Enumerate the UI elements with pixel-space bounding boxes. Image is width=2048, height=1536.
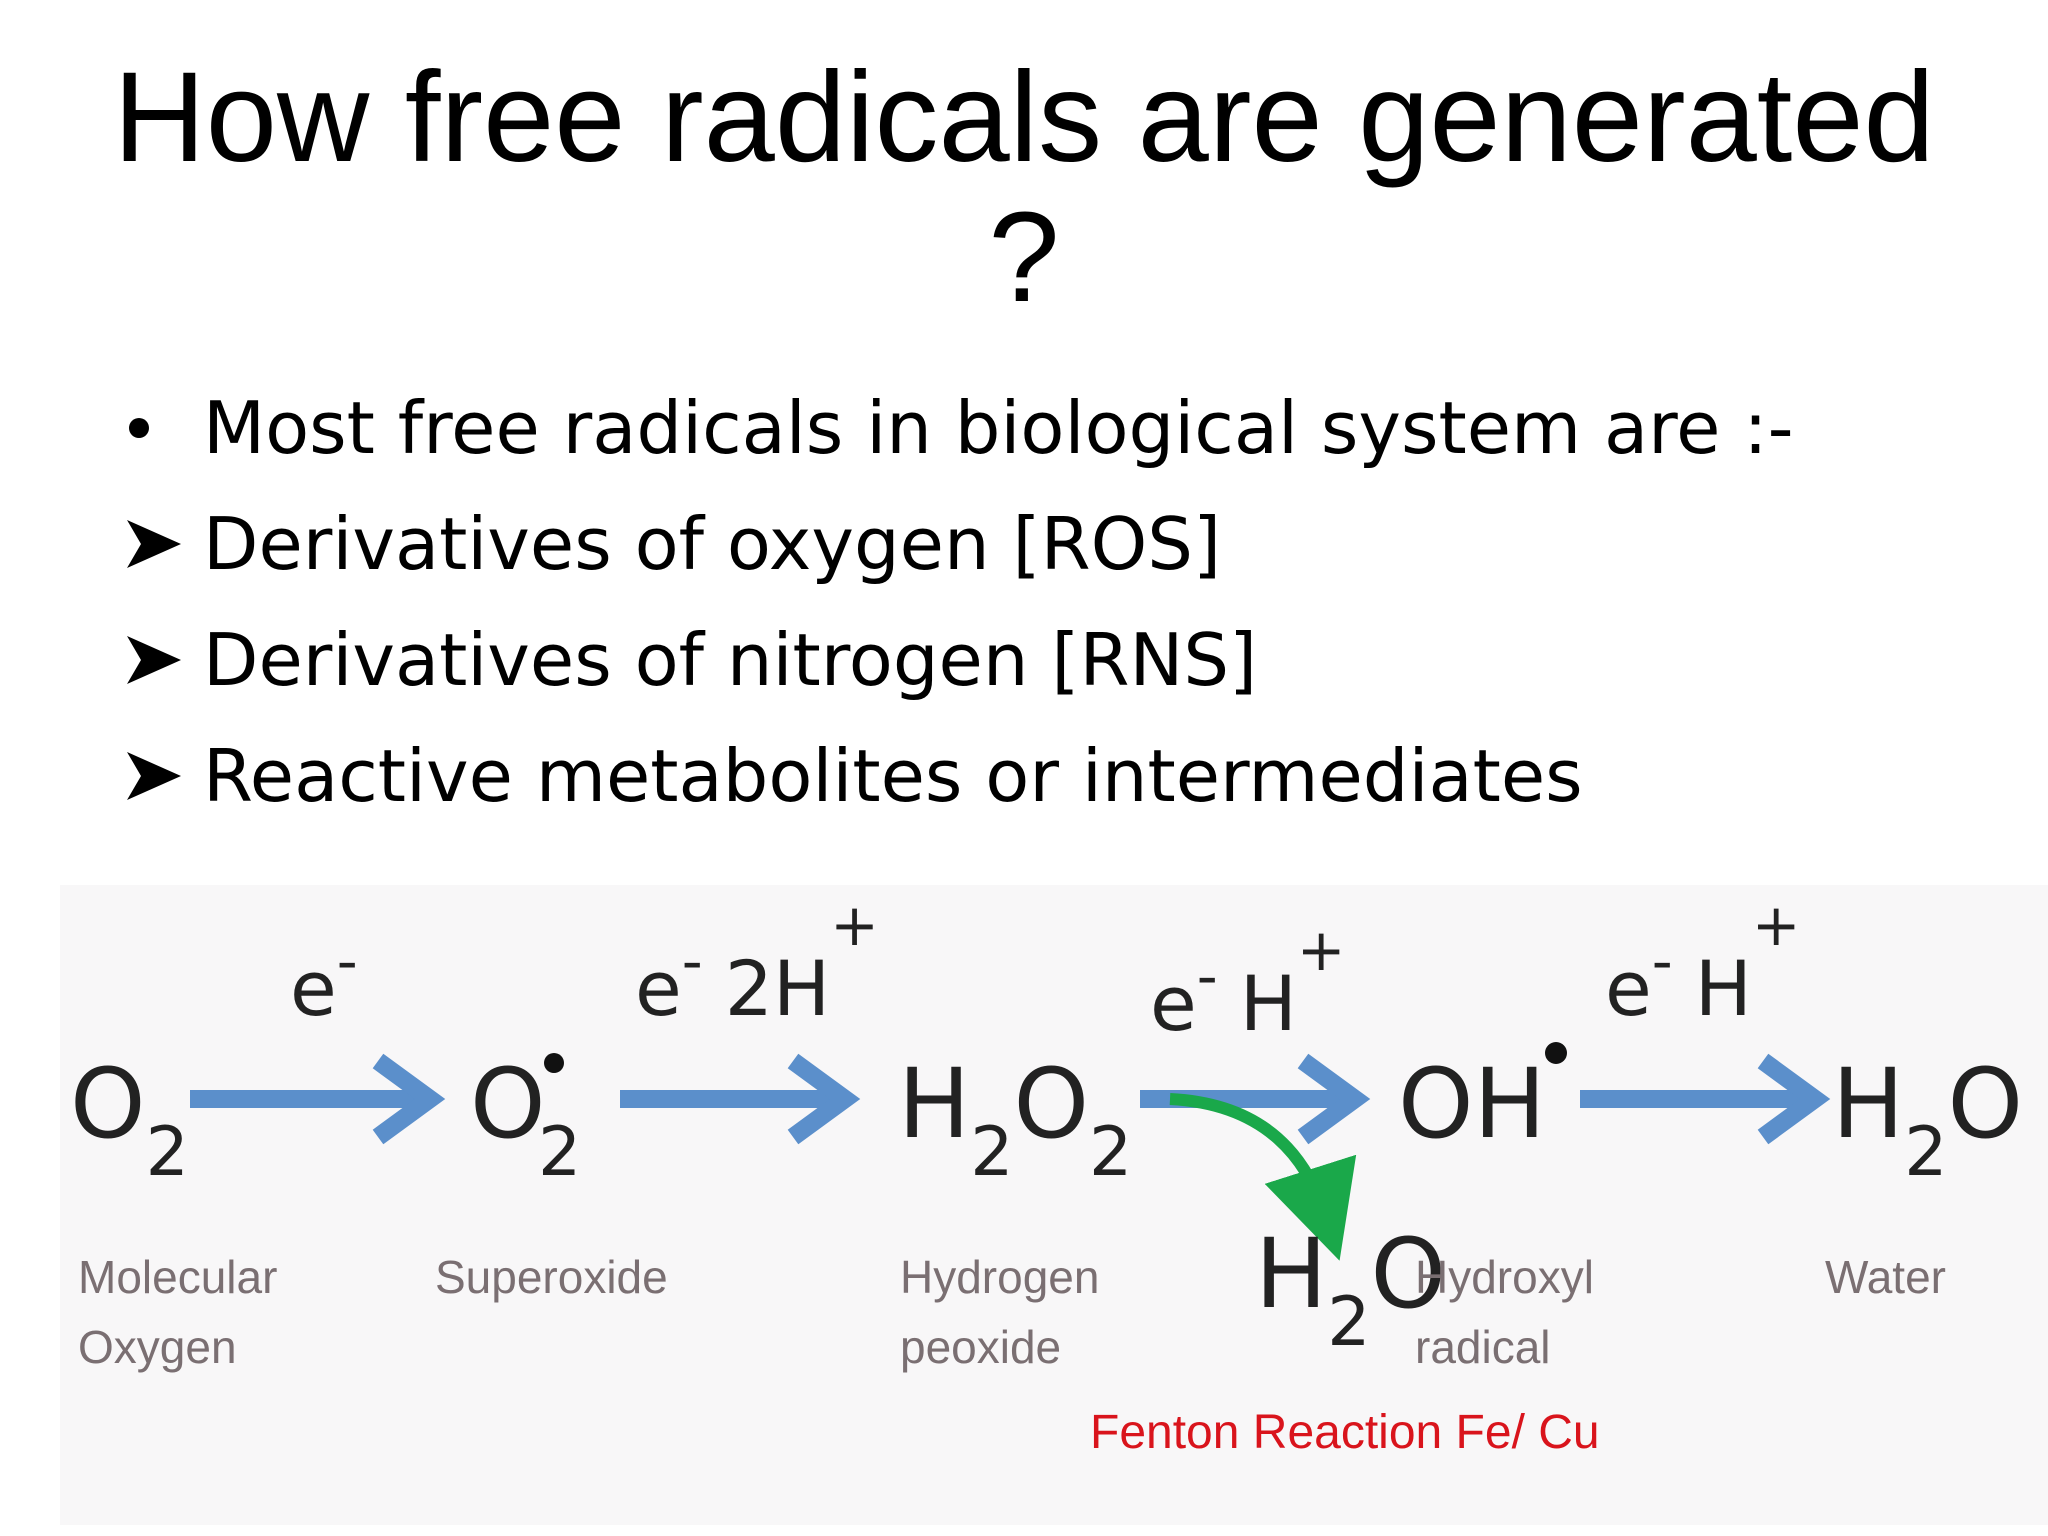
species-hydroxyl: OH <box>1398 1048 1546 1160</box>
ros-reaction-diagram: O2 O2 H2O2 OH H2O H2O e- e-2H+ e-H+ <box>60 885 2048 1525</box>
species-hydrogen-peroxide: H2O2 <box>898 1048 1132 1192</box>
species-superoxide: O2 <box>470 1048 581 1192</box>
bullet-item: Reactive metabolites or intermediates <box>125 718 1975 834</box>
bullet-dot-icon <box>125 370 195 486</box>
caption-water: Water <box>1825 1251 1946 1303</box>
radical-dot-icon <box>1545 1042 1567 1064</box>
bullet-item: Derivatives of nitrogen [RNS] <box>125 602 1975 718</box>
fenton-arrow <box>1169 1093 1357 1261</box>
slide-title: How free radicals are generated ? <box>0 48 2048 328</box>
reagent-step-2: e-2H+ <box>635 891 879 1033</box>
caption-hydrogen-peroxide: Hydrogen peoxide <box>900 1251 1112 1373</box>
reaction-diagram-svg: O2 O2 H2O2 OH H2O H2O e- e-2H+ e-H+ <box>70 891 2023 1459</box>
bullet-item: Derivatives of oxygen [ROS] <box>125 486 1975 602</box>
caption-hydroxyl-radical: Hydroxyl radical <box>1415 1251 1607 1373</box>
arrowhead-bullet-icon <box>125 718 195 834</box>
reagent-step-4: e-H+ <box>1605 891 1800 1033</box>
arrowhead-bullet-icon <box>125 602 195 718</box>
bullet-text: Derivatives of nitrogen [RNS] <box>203 618 1258 702</box>
radical-dot-icon <box>544 1053 564 1073</box>
bullet-text: Most free radicals in biological system … <box>203 386 1794 470</box>
title-line-1: How free radicals are generated <box>113 46 1935 189</box>
caption-molecular-oxygen: Molecular Oxygen <box>78 1251 290 1373</box>
species-water-fenton: H2O <box>1255 1218 1446 1362</box>
reaction-arrow-1 <box>190 1053 446 1145</box>
reaction-arrow-4 <box>1580 1053 1831 1145</box>
reagent-step-1: e- <box>290 927 358 1033</box>
species-water: H2O <box>1832 1048 2023 1192</box>
arrowhead-bullet-icon <box>125 486 195 602</box>
title-line-2: ? <box>988 186 1060 329</box>
bullet-text: Reactive metabolites or intermediates <box>203 734 1583 818</box>
bullet-text: Derivatives of oxygen [ROS] <box>203 502 1222 586</box>
bullet-item: Most free radicals in biological system … <box>125 370 1975 486</box>
species-o2: O2 <box>70 1048 189 1192</box>
bullet-list: Most free radicals in biological system … <box>125 370 1975 834</box>
reagent-step-3: e-H+ <box>1150 916 1345 1048</box>
fenton-reaction-label: Fenton Reaction Fe/ Cu <box>1090 1406 1600 1459</box>
reaction-arrow-2 <box>620 1053 861 1145</box>
caption-superoxide: Superoxide <box>435 1251 668 1303</box>
